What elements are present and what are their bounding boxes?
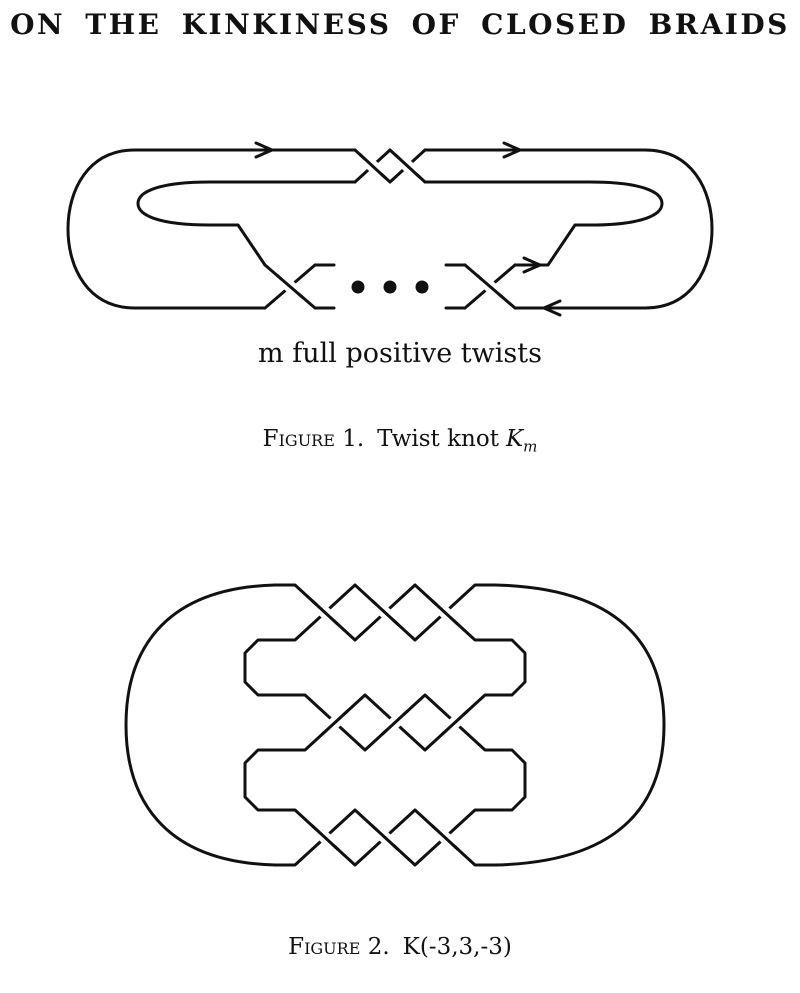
crossing-over-strand bbox=[393, 153, 422, 179]
figure2-pretzel-knot-diagram bbox=[124, 583, 666, 867]
figure1-caption-label: Figure 1. bbox=[262, 426, 365, 452]
figure2-caption-text: K(-3,3,-3) bbox=[402, 934, 512, 960]
crossing-over-strand bbox=[321, 709, 349, 736]
figure1-annotation: m full positive twists bbox=[258, 338, 542, 369]
knot-strand bbox=[243, 748, 287, 812]
crossing-over-strand bbox=[475, 273, 505, 300]
figure2-caption-label: Figure 2. bbox=[288, 934, 390, 960]
direction-arrow-icon bbox=[542, 299, 562, 317]
ellipsis-dot bbox=[351, 280, 365, 294]
knot-strand bbox=[493, 748, 527, 812]
crossing-over-strand bbox=[371, 599, 399, 626]
knot-strand bbox=[588, 180, 664, 227]
crossing-over-strand bbox=[358, 153, 387, 179]
knot-strand bbox=[124, 583, 277, 867]
crossing-over-strand bbox=[441, 709, 469, 736]
crossing-over-strand bbox=[431, 824, 459, 851]
knot-strand bbox=[493, 638, 527, 697]
knot-strand bbox=[493, 583, 666, 867]
direction-arrow-icon bbox=[502, 141, 522, 159]
ellipsis-dot bbox=[383, 280, 397, 294]
knot-strand bbox=[208, 223, 267, 267]
page-title: ON THE KINKINESS OF CLOSED BRAIDS bbox=[10, 8, 790, 41]
figure2-caption: Figure 2. K(-3,3,-3) bbox=[0, 934, 800, 960]
figure1-caption-text: Twist knot bbox=[377, 426, 499, 452]
crossing-over-strand bbox=[431, 599, 459, 626]
figure1-caption-symbol: Km bbox=[505, 426, 537, 456]
crossing-over-strand bbox=[381, 709, 409, 736]
figure1-twist-knot-diagram bbox=[66, 141, 714, 317]
knot-strand bbox=[66, 148, 137, 310]
crossing-over-strand bbox=[311, 824, 339, 851]
direction-arrow-icon bbox=[254, 141, 274, 159]
ellipsis-dot bbox=[415, 280, 429, 294]
figure1-symbol-base: K bbox=[505, 426, 524, 452]
figure1-symbol-subscript: m bbox=[523, 437, 538, 456]
crossing-over-strand bbox=[311, 599, 339, 626]
knot-strand bbox=[513, 223, 592, 267]
knot-strand bbox=[136, 180, 212, 227]
knot-strand bbox=[243, 638, 287, 697]
knot-strand bbox=[643, 148, 714, 310]
crossing-over-strand bbox=[275, 273, 305, 300]
crossing-over-strand bbox=[371, 824, 399, 851]
direction-arrow-icon bbox=[522, 256, 542, 274]
